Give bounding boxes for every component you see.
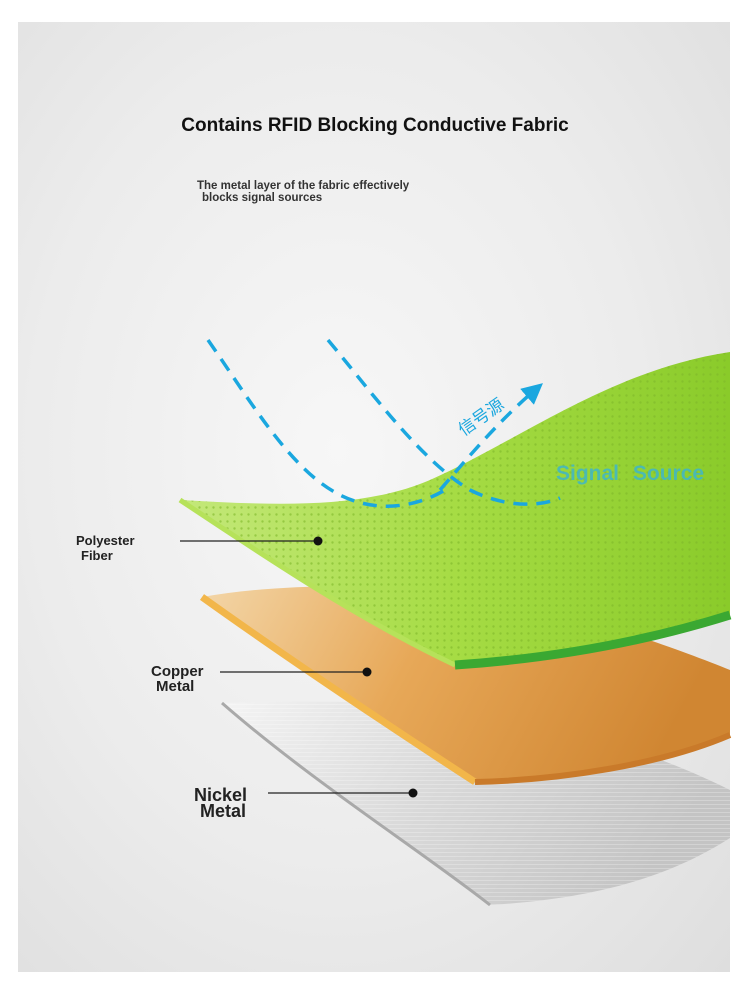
polyester-fiber-label: Polyester Fiber [76,533,135,563]
nickel-label-line-1: Nickel [194,785,248,805]
nickel-metal-label: Nickel Metal [194,785,248,821]
subtitle-line-2: blocks signal sources [202,192,323,204]
leader-lines [180,536,418,798]
signal-wave-right [326,338,561,506]
page-title: Contains RFID Blocking Conductive Fabric [181,115,569,136]
polyester-label-line-1: Polyester [76,533,135,548]
copper-label-line-1: Copper [151,663,204,680]
subtitle: The metal layer of the fabric effectivel… [197,180,409,204]
signal-wave-left [206,338,446,508]
signal-waves [206,338,561,508]
copper-label-line-2: Metal [156,678,195,695]
polyester-layer [178,352,732,670]
signal-source-label: Signal Source [556,463,704,485]
nickel-marker-dot [408,788,418,798]
signal-label-line-1: Signal [556,462,620,485]
copper-metal-label: Copper Metal [151,664,204,694]
subtitle-line-1: The metal layer of the fabric effectivel… [197,180,410,192]
signal-label-line-2: Source [632,462,705,485]
polyester-label-line-2: Fiber [81,548,113,563]
signal-arrow [438,383,543,492]
nickel-label-line-2: Metal [200,801,247,821]
polyester-marker-dot [313,536,323,546]
copper-marker-dot [362,667,372,677]
